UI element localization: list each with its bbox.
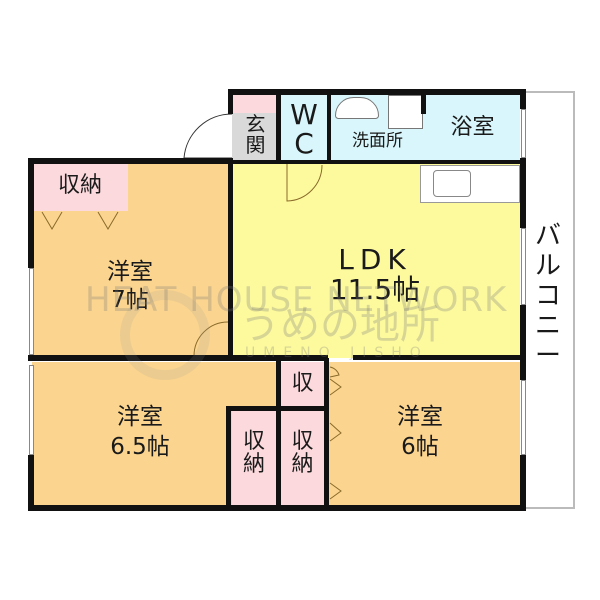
window bbox=[521, 228, 526, 305]
wc bbox=[279, 95, 329, 163]
kitchen-sink-icon bbox=[433, 170, 471, 197]
western-room-6 bbox=[329, 362, 520, 508]
wall bbox=[324, 358, 329, 510]
wall bbox=[228, 89, 233, 114]
wall bbox=[421, 89, 426, 114]
storage-left-label: 収 納 bbox=[242, 429, 265, 478]
storage-right bbox=[280, 410, 325, 508]
window bbox=[29, 268, 34, 355]
wall bbox=[228, 89, 526, 95]
wall bbox=[327, 89, 331, 164]
window bbox=[29, 365, 34, 455]
wall bbox=[228, 160, 423, 164]
wall bbox=[276, 89, 281, 164]
wc-door-swing-icon bbox=[286, 163, 323, 202]
ldk-size: 11.5帖 bbox=[329, 273, 421, 306]
storage-small bbox=[280, 362, 325, 406]
wall bbox=[353, 355, 526, 360]
wall bbox=[226, 406, 329, 411]
wall bbox=[28, 158, 34, 268]
entrance-door-swing-icon bbox=[183, 113, 233, 159]
bathroom-label: 浴室 bbox=[450, 115, 495, 140]
western-6-size: 6帖 bbox=[401, 434, 439, 460]
wall bbox=[520, 455, 526, 510]
wall bbox=[28, 158, 233, 164]
entrance-label: 玄 関 bbox=[245, 112, 266, 157]
closet-door-icon bbox=[41, 211, 119, 230]
watermark-logo-icon bbox=[120, 290, 210, 380]
ldk-name: LDK bbox=[338, 243, 412, 276]
storage-right-label: 収 納 bbox=[291, 429, 314, 478]
wall bbox=[520, 158, 526, 228]
storage-left bbox=[232, 410, 276, 508]
storage-top bbox=[32, 163, 128, 211]
window bbox=[521, 109, 526, 158]
bathroom bbox=[425, 95, 520, 163]
entrance-pink-strip bbox=[232, 95, 279, 113]
storage-top-label: 収納 bbox=[57, 173, 102, 198]
wall bbox=[28, 455, 34, 510]
washer-icon bbox=[388, 95, 423, 129]
western-7-name: 洋室 bbox=[107, 259, 153, 285]
wall bbox=[228, 160, 233, 360]
western-6-5-name: 洋室 bbox=[117, 404, 163, 430]
wall bbox=[226, 406, 231, 510]
wc-label: W C bbox=[290, 98, 318, 161]
western-6-5-size: 6.5帖 bbox=[110, 434, 170, 460]
wall bbox=[520, 305, 526, 380]
wall bbox=[520, 89, 526, 109]
closet-doors-icon bbox=[329, 366, 342, 500]
storage-small-label: 収 bbox=[291, 371, 314, 396]
window bbox=[521, 380, 526, 455]
wall bbox=[420, 160, 526, 164]
balcony-label: バ ル コ ニ ー bbox=[534, 221, 561, 371]
wall bbox=[276, 358, 281, 510]
washroom-label: 洗面所 bbox=[352, 131, 403, 151]
western-6-name: 洋室 bbox=[397, 404, 443, 430]
